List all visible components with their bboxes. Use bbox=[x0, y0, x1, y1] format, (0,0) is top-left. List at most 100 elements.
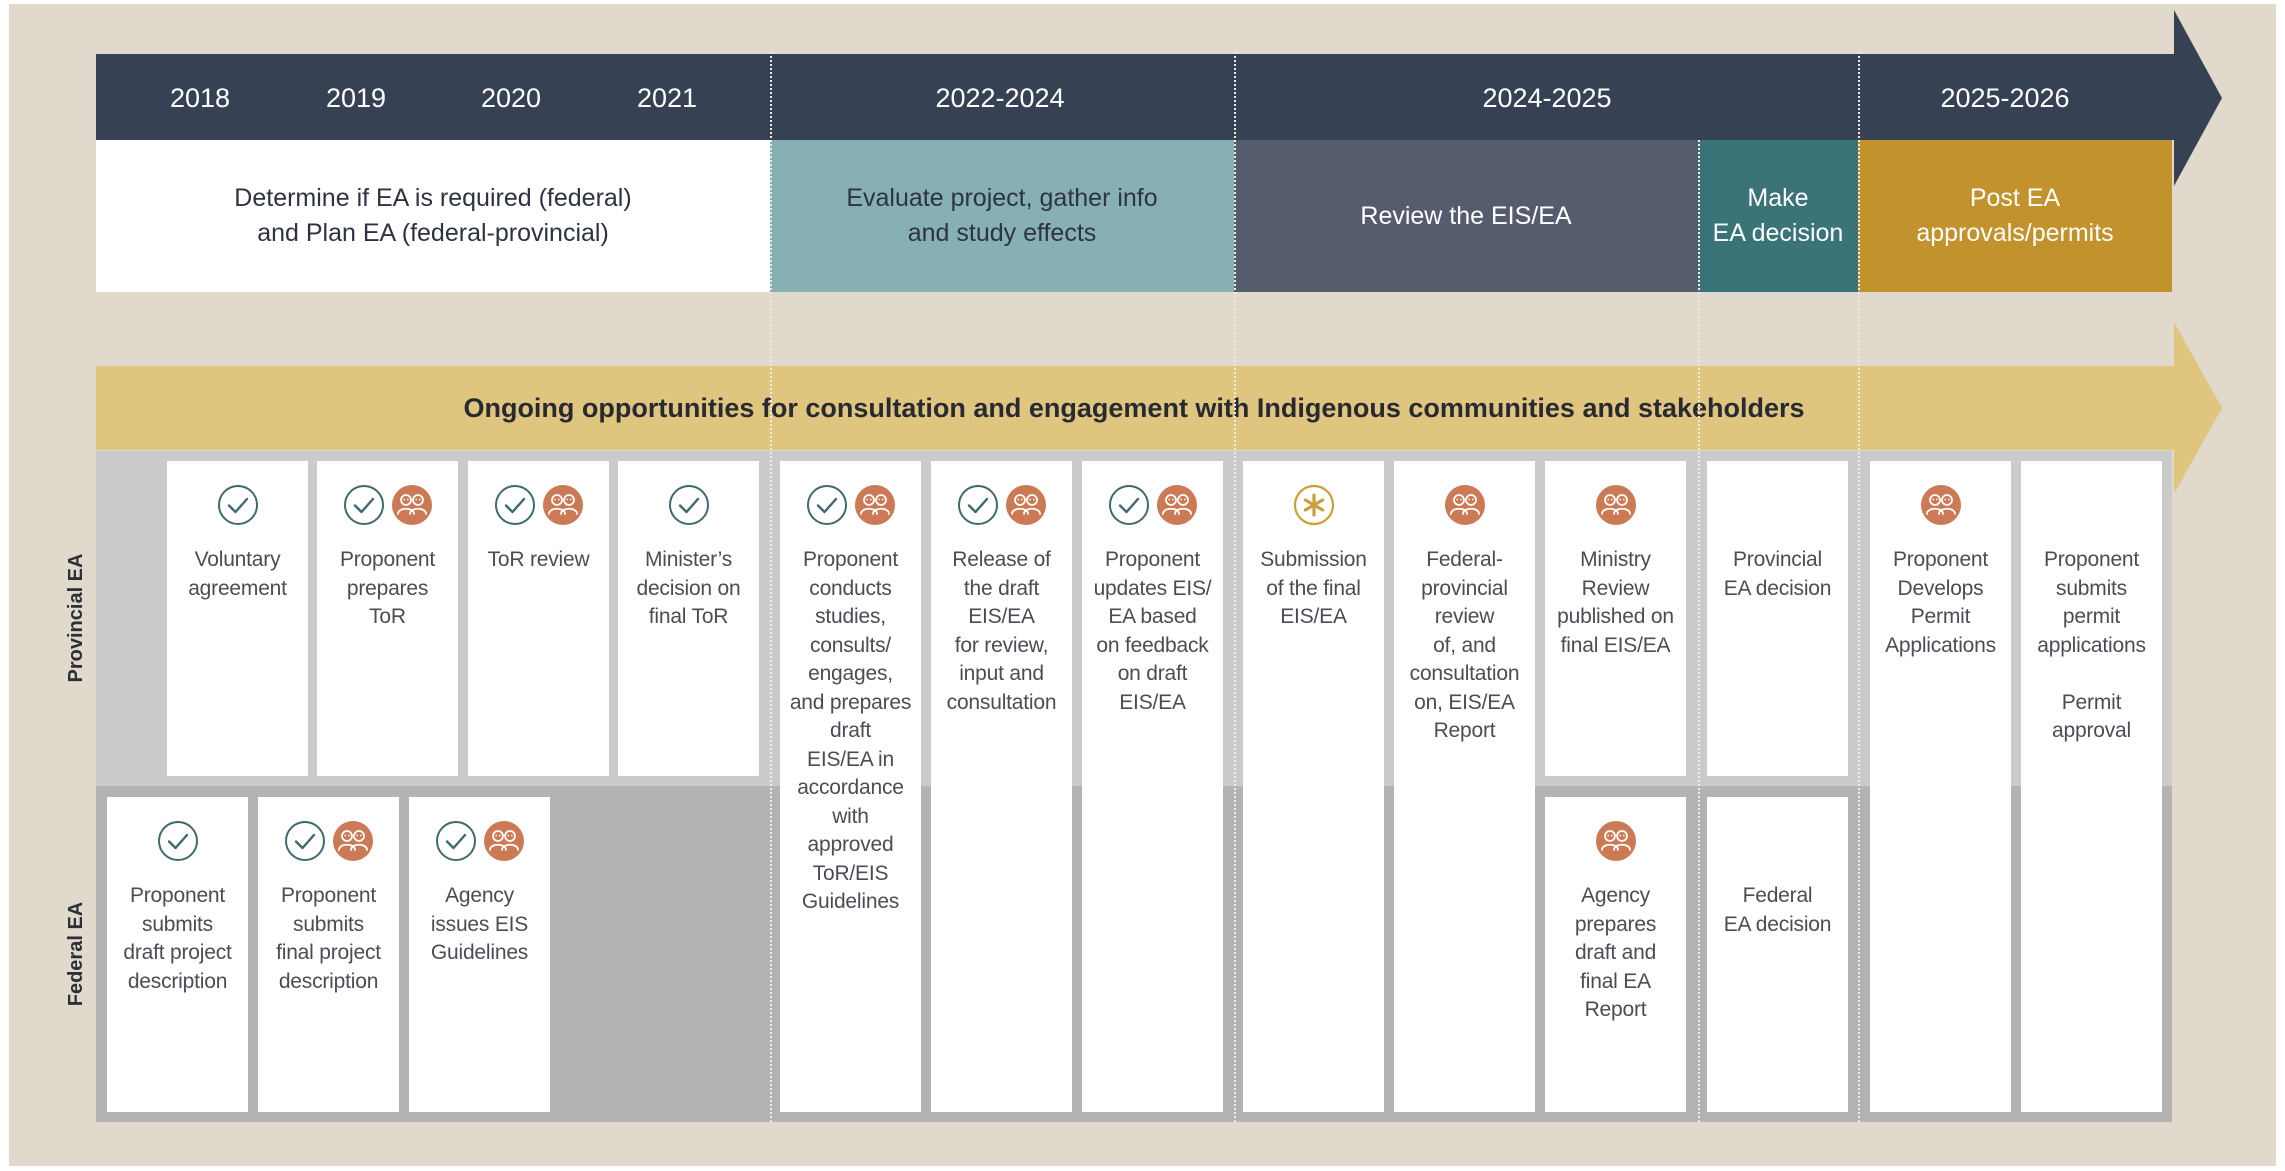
year-2021: 2021 bbox=[636, 82, 698, 113]
card-icons bbox=[1707, 820, 1848, 866]
step-card: Agency prepares draft and final EA Repor… bbox=[1545, 797, 1686, 1112]
step-card: Agency issues EIS Guidelines bbox=[409, 797, 550, 1112]
asterisk-icon bbox=[1293, 484, 1335, 530]
engagement-banner-text: Ongoing opportunities for consultation a… bbox=[463, 392, 1805, 423]
card-icons bbox=[409, 820, 550, 866]
phase-divider bbox=[1234, 52, 1236, 1122]
step-card: Proponent updates EIS/ EA based on feedb… bbox=[1082, 461, 1223, 1112]
card-text: Proponent prepares ToR bbox=[339, 548, 436, 628]
people-icon bbox=[1005, 484, 1047, 530]
check-icon bbox=[217, 484, 259, 530]
card-text: Provincial EA decision bbox=[1723, 548, 1832, 600]
step-card: Minister’s decision on final ToR bbox=[618, 461, 759, 776]
step-card: Federal EA decision bbox=[1707, 797, 1848, 1112]
card-text: Voluntary agreement bbox=[188, 548, 287, 600]
card-text: ToR review bbox=[487, 548, 590, 571]
step-card: Proponent submits permit applications Pe… bbox=[2021, 461, 2162, 1112]
card-text: Submission of the final EIS/EA bbox=[1260, 548, 1367, 628]
banner-arrow-shape bbox=[96, 322, 2222, 492]
card-icons bbox=[167, 484, 308, 530]
people-icon bbox=[1444, 484, 1486, 530]
phase-divider bbox=[770, 52, 772, 1122]
step-card: Voluntary agreement bbox=[167, 461, 308, 776]
phase-post-ea: Post EA approvals/permits bbox=[1858, 140, 2172, 292]
timeline-arrow-shape bbox=[96, 10, 2222, 186]
card-icons bbox=[1545, 484, 1686, 530]
card-icons bbox=[1870, 484, 2011, 530]
year-2019: 2019 bbox=[325, 82, 387, 113]
card-text: Federal EA decision bbox=[1723, 884, 1832, 936]
people-icon bbox=[542, 484, 584, 530]
phase-evaluate: Evaluate project, gather info and study … bbox=[770, 140, 1234, 292]
check-icon bbox=[957, 484, 999, 530]
card-text: Proponent submits draft project descript… bbox=[123, 884, 232, 993]
card-text: Proponent updates EIS/ EA based on feedb… bbox=[1093, 548, 1212, 714]
card-icons bbox=[1243, 484, 1384, 530]
people-icon bbox=[332, 820, 374, 866]
people-icon bbox=[854, 484, 896, 530]
step-card: Federal- provincial review of, and consu… bbox=[1394, 461, 1535, 1112]
card-text: Agency prepares draft and final EA Repor… bbox=[1574, 884, 1657, 1021]
people-icon bbox=[1595, 820, 1637, 866]
row-label-provincial: Provincial EA bbox=[65, 553, 87, 683]
card-icons bbox=[1394, 484, 1535, 530]
card-text: Minister’s decision on final ToR bbox=[636, 548, 741, 628]
step-card: Proponent submits draft project descript… bbox=[107, 797, 248, 1112]
step-card: Proponent conducts studies, consults/ en… bbox=[780, 461, 921, 1112]
row-label-federal: Federal EA bbox=[65, 901, 87, 1007]
card-icons bbox=[1707, 484, 1848, 530]
card-icons bbox=[258, 820, 399, 866]
step-card: Proponent prepares ToR bbox=[317, 461, 458, 776]
card-text: Agency issues EIS Guidelines bbox=[430, 884, 529, 964]
check-icon bbox=[668, 484, 710, 530]
card-icons bbox=[107, 820, 248, 866]
check-icon bbox=[284, 820, 326, 866]
year-2020: 2020 bbox=[480, 82, 542, 113]
step-card: Ministry Review published on final EIS/E… bbox=[1545, 461, 1686, 776]
people-icon bbox=[1920, 484, 1962, 530]
step-card: Proponent Develops Permit Applications bbox=[1870, 461, 2011, 1112]
year-2022-2024: 2022-2024 bbox=[935, 82, 1065, 113]
card-icons bbox=[2021, 484, 2162, 530]
card-text: Ministry Review published on final EIS/E… bbox=[1557, 548, 1674, 657]
phase-decision: Make EA decision bbox=[1698, 140, 1858, 292]
card-text: Federal- provincial review of, and consu… bbox=[1409, 548, 1520, 742]
card-icons bbox=[468, 484, 609, 530]
check-icon bbox=[494, 484, 536, 530]
check-icon bbox=[343, 484, 385, 530]
card-icons bbox=[780, 484, 921, 530]
phase-divider bbox=[1858, 52, 1860, 1122]
year-2024-2025: 2024-2025 bbox=[1482, 82, 1612, 113]
card-icons bbox=[1545, 820, 1686, 866]
phase-plan-ea: Determine if EA is required (federal) an… bbox=[96, 140, 770, 292]
people-icon bbox=[391, 484, 433, 530]
phase-review: Review the EIS/EA bbox=[1234, 140, 1698, 292]
people-icon bbox=[483, 820, 525, 866]
timeline-arrow bbox=[96, 10, 2222, 186]
check-icon bbox=[435, 820, 477, 866]
check-icon bbox=[157, 820, 199, 866]
year-2025-2026: 2025-2026 bbox=[1940, 82, 2070, 113]
card-text: Proponent Develops Permit Applications bbox=[1885, 548, 1996, 657]
step-card: Proponent submits final project descript… bbox=[258, 797, 399, 1112]
card-icons bbox=[317, 484, 458, 530]
check-icon bbox=[806, 484, 848, 530]
card-icons bbox=[1082, 484, 1223, 530]
step-card: Submission of the final EIS/EA bbox=[1243, 461, 1384, 1112]
card-text: Proponent submits permit applications Pe… bbox=[2037, 548, 2146, 742]
card-text: Release of the draft EIS/EA for review, … bbox=[946, 548, 1057, 714]
card-text: Proponent conducts studies, consults/ en… bbox=[789, 548, 912, 913]
people-icon bbox=[1595, 484, 1637, 530]
card-icons bbox=[618, 484, 759, 530]
step-card: Provincial EA decision bbox=[1707, 461, 1848, 776]
step-card: ToR review bbox=[468, 461, 609, 776]
year-2018: 2018 bbox=[169, 82, 231, 113]
card-text: Proponent submits final project descript… bbox=[276, 884, 381, 993]
phase-divider bbox=[1698, 140, 1700, 1122]
card-icons bbox=[931, 484, 1072, 530]
check-icon bbox=[1108, 484, 1150, 530]
step-card: Release of the draft EIS/EA for review, … bbox=[931, 461, 1072, 1112]
engagement-banner-arrow bbox=[96, 322, 2222, 492]
people-icon bbox=[1156, 484, 1198, 530]
